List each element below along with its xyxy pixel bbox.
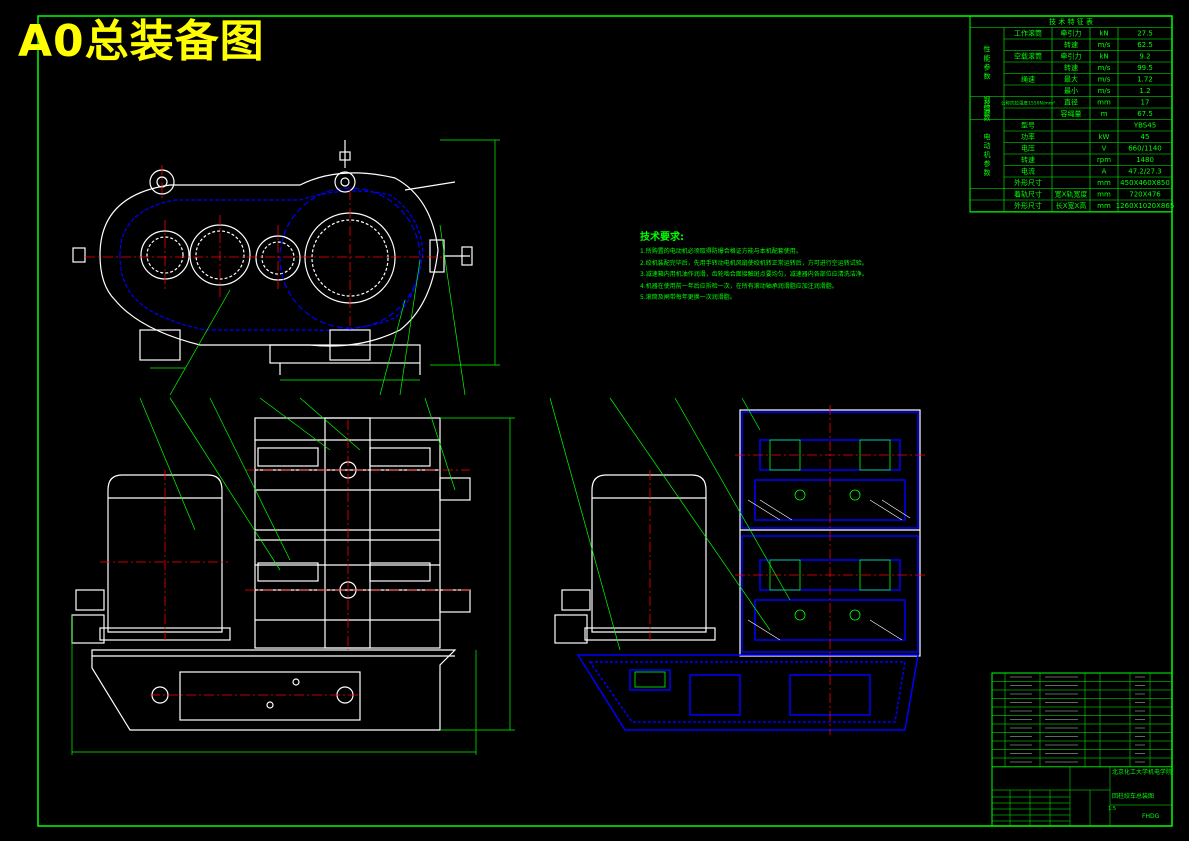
spec-group-label: 性 — [984, 45, 991, 54]
spec-group-label: 参 — [984, 63, 991, 72]
requirement-item: 3.减速箱内用机油作润滑，齿轮啮合面接触斑点要均匀，减速器内各部位应清洗洁净。 — [640, 271, 868, 278]
spec-sub-label: 型号 — [1021, 121, 1035, 130]
front-view-centerlines — [100, 420, 470, 696]
spec-unit: m/s — [1098, 64, 1111, 72]
spec-sub-label: 绳速 — [1021, 75, 1035, 84]
top-view-dimensions — [150, 139, 500, 396]
spec-group-label: 数 — [984, 72, 991, 81]
requirement-item: 2.绞机装配完毕后，先用手转动电机风扇使绞机转正常运转后，方可进行空运转试验。 — [640, 259, 868, 267]
spec-unit: rpm — [1097, 156, 1111, 164]
requirement-item: 4.机器在使用前一年后应拆检一次，在所有滚动轴承润滑脂应加注润滑脂。 — [640, 282, 838, 290]
requirement-item: 1.所购置的电动机必须取得防爆合格证方能与本机配套使用。 — [640, 248, 802, 255]
sheet-banner-title: A0总装备图 — [18, 16, 265, 67]
spec-sub-label: 着轨尺寸 — [1014, 190, 1042, 199]
spec-sub-label: 电压 — [1021, 144, 1035, 153]
spec-param: 宽X轨宽度 — [1055, 190, 1088, 199]
spec-value: 1.72 — [1137, 76, 1153, 84]
spec-unit: mm — [1097, 191, 1111, 199]
spec-group-label: 数 — [984, 113, 991, 122]
spec-param: 转速 — [1064, 40, 1078, 49]
spec-value: 67.5 — [1137, 110, 1153, 118]
spec-param: 容绳量 — [1061, 109, 1082, 118]
spec-value: 17 — [1141, 99, 1150, 107]
top-view-centerlines — [85, 165, 445, 330]
spec-sub-label: 工作滚筒 — [1014, 29, 1042, 38]
spec-group-label: 动 — [984, 141, 991, 150]
spec-sub-label: 电流 — [1021, 167, 1035, 176]
spec-param: 长X宽X高 — [1056, 201, 1087, 210]
spec-value: 9.2 — [1139, 53, 1150, 61]
spec-param: 最大 — [1064, 75, 1078, 84]
spec-unit: mm — [1097, 179, 1111, 187]
spec-unit: m — [1101, 110, 1108, 118]
spec-unit: m/s — [1098, 76, 1111, 84]
parts-list-title-block: 北京化工大学机电学院 回柱绞车总装图 FHDG 1:5 — [991, 672, 1173, 827]
spec-value: 1260X1020X865 — [1116, 202, 1175, 210]
spec-unit: V — [1102, 145, 1107, 153]
spec-unit: kW — [1099, 133, 1110, 141]
spec-group-label: 电 — [984, 132, 991, 141]
spec-param: 牵引力 — [1061, 52, 1082, 61]
spec-group-label: 参 — [984, 159, 991, 168]
school-name: 北京化工大学机电学院 — [1112, 768, 1172, 776]
spec-sub-label: 外形尺寸 — [1014, 201, 1042, 210]
spec-param: 转速 — [1064, 63, 1078, 72]
spec-unit: kN — [1099, 53, 1108, 61]
spec-unit: mm — [1097, 99, 1111, 107]
drawing-frame — [37, 15, 1173, 827]
spec-sub-label: 空载滚筒 — [1014, 52, 1042, 61]
spec-value: 660/1140 — [1128, 145, 1162, 153]
requirement-item: 5.滚筒及闸带每年更换一次润滑脂。 — [640, 294, 736, 301]
section-view-centerlines — [649, 405, 925, 735]
spec-value: YBS45 — [1133, 122, 1156, 130]
drawing-code: FHDG — [1142, 813, 1160, 820]
spec-group-label: 钢 — [984, 95, 991, 104]
spec-group-label: 数 — [984, 168, 991, 177]
scale-label: 1:5 — [1108, 806, 1116, 812]
spec-param: 直径 — [1064, 98, 1078, 107]
spec-sub-label: 公称抗拉强度1550N/mm² — [1001, 100, 1055, 107]
requirements-title: 技术要求: — [640, 232, 684, 243]
spec-param: 牵引力 — [1061, 29, 1082, 38]
spec-sub-label: 外形尺寸 — [1014, 178, 1042, 187]
spec-value: 99.5 — [1137, 64, 1153, 72]
spec-unit: m/s — [1098, 87, 1111, 95]
spec-unit: A — [1102, 168, 1107, 176]
spec-group-label: 参 — [984, 109, 991, 118]
section-view-leaders — [549, 397, 791, 651]
spec-unit: m/s — [1098, 41, 1111, 49]
drawing-title: 回柱绞车总装图 — [1112, 792, 1154, 800]
spec-value: 62.5 — [1137, 41, 1153, 49]
spec-unit: kN — [1099, 30, 1108, 38]
spec-table-header: 技 术 特 征 表 — [1049, 17, 1093, 26]
spec-group-label: 机 — [984, 150, 991, 159]
spec-value: 1.2 — [1139, 87, 1150, 95]
spec-group-label: 绳 — [984, 104, 991, 113]
spec-value: 27.5 — [1137, 30, 1153, 38]
spec-group-label: 能 — [984, 54, 991, 63]
spec-value: 450X460X850 — [1120, 179, 1170, 187]
spec-value: 45 — [1141, 133, 1150, 141]
spec-value: 720X476 — [1129, 191, 1161, 199]
spec-unit: mm — [1097, 202, 1111, 210]
spec-sub-label: 转速 — [1021, 155, 1035, 164]
spec-value: 1480 — [1136, 156, 1154, 164]
front-view-dimensions — [71, 397, 515, 755]
spec-sub-label: 功率 — [1021, 132, 1035, 141]
spec-value: 47.2/27.3 — [1128, 168, 1162, 176]
spec-group-label: 丝 — [984, 99, 991, 108]
spec-param: 最小 — [1064, 86, 1078, 95]
technical-requirements: 技术要求: 1.所购置的电动机必须取得防爆合格证方能与本机配套使用。 2.绞机装… — [640, 228, 868, 304]
